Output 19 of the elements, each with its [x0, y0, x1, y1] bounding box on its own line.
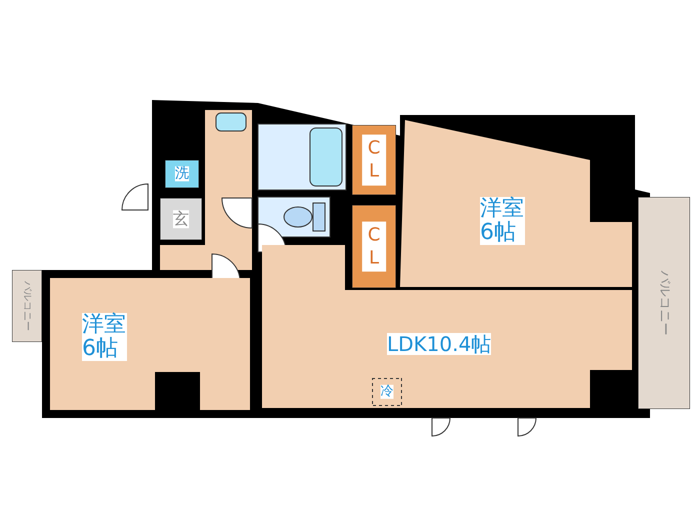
room-label: バルコニー: [22, 281, 32, 331]
balcony: [638, 197, 690, 409]
room-label: CL: [362, 134, 386, 186]
room-label: LDK10.4帖: [387, 333, 492, 355]
room-label: 洋室6帖: [82, 313, 128, 362]
bedroom: [50, 278, 250, 410]
living-dining-kitchen: [262, 245, 632, 408]
bedroom: [400, 115, 635, 287]
washer-space: [165, 160, 199, 188]
room-label: CL: [362, 221, 386, 272]
room-label: 洗: [175, 166, 189, 182]
entrance-floor: [160, 198, 202, 240]
room-label: バルコニー: [656, 270, 672, 336]
closet: [352, 205, 396, 288]
room-label: 玄: [173, 210, 189, 228]
closet: [352, 125, 396, 195]
room-label: 冷: [380, 384, 394, 400]
fridge-space: [372, 378, 402, 406]
room-label: 洋室6帖: [480, 197, 526, 246]
